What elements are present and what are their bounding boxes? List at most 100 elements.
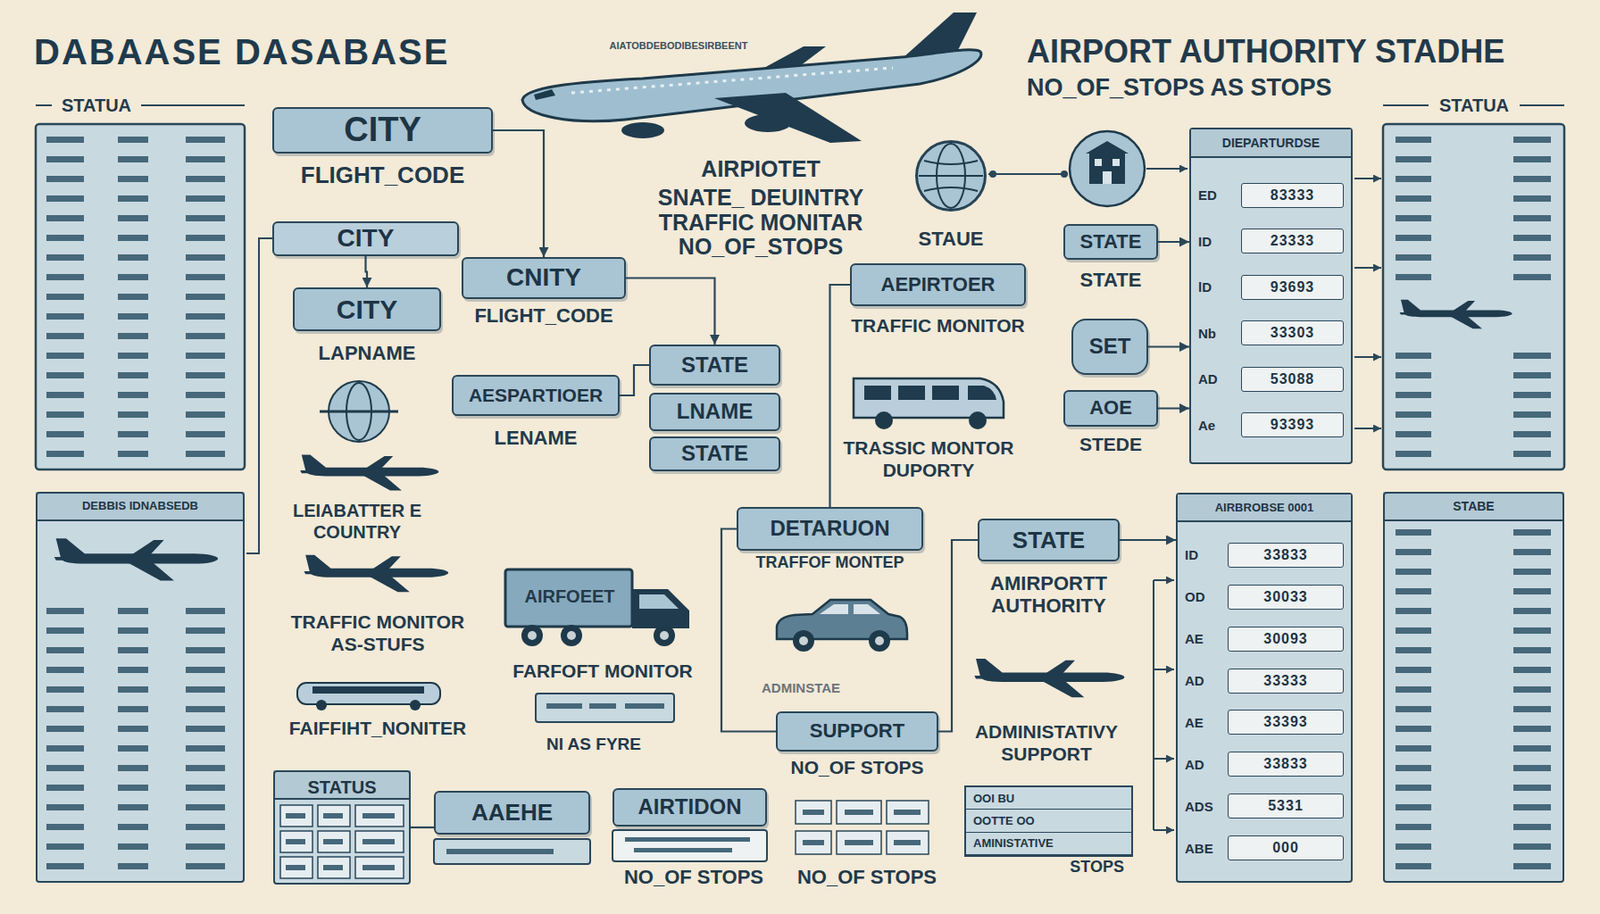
table-cell: 5331 <box>1227 793 1344 819</box>
table-cell: OD <box>1184 589 1221 605</box>
globe-circle: STAUE <box>915 140 987 212</box>
data-table <box>35 491 245 884</box>
caption-text: LENAME <box>494 426 578 450</box>
authority-icon <box>1069 131 1145 207</box>
van-illustration <box>853 378 1004 430</box>
field-label: NO_OF STOPS <box>797 866 937 890</box>
attribute-box: LNAME <box>649 392 781 432</box>
table-cell: 33833 <box>1227 542 1344 568</box>
table-cell: AD <box>1184 673 1221 689</box>
table-cell: ADS <box>1184 799 1221 815</box>
table-cell: ID <box>1184 547 1221 563</box>
entity-box: CITYLAPNAME <box>292 287 442 332</box>
entity-box: SUPPORTNO_OF STOPS <box>775 711 939 752</box>
caption-text: STATE <box>1080 268 1142 292</box>
table-cell: 33333 <box>1227 668 1344 694</box>
field-label: ADMINISTATIVY SUPPORT <box>957 720 1136 766</box>
box-label: SET <box>1089 334 1132 359</box>
attribute-box: AOESTEDE <box>1063 390 1159 427</box>
plane-icon <box>300 454 439 491</box>
box-label: CITY <box>343 111 422 150</box>
entity-box: AEPIRTOERTRAFFIC MONITOR <box>850 263 1026 307</box>
connector <box>938 540 978 733</box>
connector <box>1158 241 1190 243</box>
connector <box>410 826 434 829</box>
table-cell: ED <box>1198 187 1234 203</box>
caption-text: FLIGHT_CODE <box>474 304 613 327</box>
plane-icon <box>974 658 1125 698</box>
field-label: NO_OF_STOPS <box>678 233 843 260</box>
box-label: LNAME <box>676 400 753 424</box>
header-text: AIRPORT AUTHORITY STADHE <box>1026 32 1505 71</box>
table-cell: AD <box>1198 371 1234 387</box>
entity-box: CITYFLIGHT_CODE <box>272 107 493 154</box>
box-label: AAEHE <box>471 800 553 826</box>
field-label: NI AS FYRE <box>546 734 642 756</box>
data-table: DIEPARTURDSEED83333ID23333lD93693Nb33303… <box>1189 127 1353 465</box>
box-label: STATE <box>1080 231 1142 253</box>
table-header: DIEPARTURDSE <box>1191 129 1351 159</box>
data-table: DEBBIS IDNABSEDB <box>35 491 245 884</box>
table-cell: 33303 <box>1241 320 1344 346</box>
entity-box: CNITYFLIGHT_CODE <box>461 257 626 300</box>
entity-box: CITY <box>272 221 459 257</box>
table-header: DEBBIS IDNABSEDB <box>37 493 243 513</box>
caption-text: AMIRPORTT AUTHORITY <box>968 572 1130 618</box>
globe-icon <box>319 381 399 442</box>
box-label: STATE <box>681 353 749 377</box>
table-cell: 93693 <box>1241 275 1344 300</box>
truck-lettering: AIRFOEET <box>524 585 615 608</box>
connector <box>492 130 544 258</box>
entity-box: DETARUONTRAFFOF MONTEP <box>736 507 924 551</box>
data-table <box>1383 124 1565 470</box>
section-heading: STATUA <box>1439 94 1509 117</box>
truck-illustration <box>505 569 690 647</box>
table-header: AIRBROBSE 0001 <box>1177 494 1351 523</box>
caption-text: TRAFFOF MONTEP <box>756 553 905 573</box>
diagram-title: DABAASE DASABASE <box>33 32 450 73</box>
field-label: AIRPIOTET <box>700 155 820 183</box>
table-cell: AMINISTATIVE <box>973 836 1054 850</box>
field-label: NO_OF STOPS <box>624 866 764 890</box>
attribute-box: STATESTATE <box>1063 224 1159 260</box>
data-table <box>35 124 245 470</box>
table-cell: 53088 <box>1241 366 1344 392</box>
connector <box>1148 345 1190 348</box>
table-cell: lD <box>1198 279 1234 295</box>
box-label: SUPPORT <box>809 720 905 742</box>
table-cell: 30093 <box>1227 626 1344 652</box>
caption-text: STAUE <box>918 227 984 250</box>
header-text: NO_OF_STOPS AS STOPS <box>1026 73 1333 102</box>
attribute-box: SET <box>1071 318 1149 375</box>
status-grid <box>273 770 411 885</box>
attribute-box: STATE <box>649 344 781 386</box>
table-cell: 23333 <box>1241 228 1344 254</box>
field-label: TRAFFIC MONITAR <box>658 208 864 236</box>
box-label: AESPARTIOER <box>468 384 603 406</box>
caption-text: FLIGHT_CODE <box>300 162 465 190</box>
field-label: TRAFFIC MONITOR AS-STUFS <box>275 610 481 656</box>
entity-box: AAEHE <box>433 791 591 835</box>
grey-note: ADMINSTAE <box>761 680 841 697</box>
table-cell: 93393 <box>1241 412 1344 438</box>
field-label: FAIFFIHT_NONITER <box>289 716 467 740</box>
table-cell: ABE <box>1184 841 1221 857</box>
table-cell: 33393 <box>1227 709 1344 735</box>
box-label: DETARUON <box>769 516 890 541</box>
field-label: SNATE_ DEUINTRY <box>658 183 865 211</box>
field-label: FARFOFT MONITOR <box>512 659 692 683</box>
caption-text: STOPS <box>1069 858 1125 877</box>
bus-illustration <box>297 683 441 711</box>
table-cell: 30033 <box>1227 584 1344 610</box>
table-cell: Ae <box>1198 417 1234 434</box>
caption-text: NO_OF STOPS <box>791 757 925 779</box>
connector <box>619 365 650 396</box>
box-label: STATE <box>1012 527 1085 554</box>
status-table: STATUS <box>273 770 411 885</box>
field-label: LEIABATTER E COUNTRY <box>292 500 423 543</box>
table-cell: OOTTE OO <box>973 814 1035 828</box>
table-cell: 000 <box>1227 835 1344 861</box>
plane-icon <box>304 555 450 593</box>
table-cell: AD <box>1184 757 1221 773</box>
caption-text: TRAFFIC MONITOR <box>850 315 1025 337</box>
